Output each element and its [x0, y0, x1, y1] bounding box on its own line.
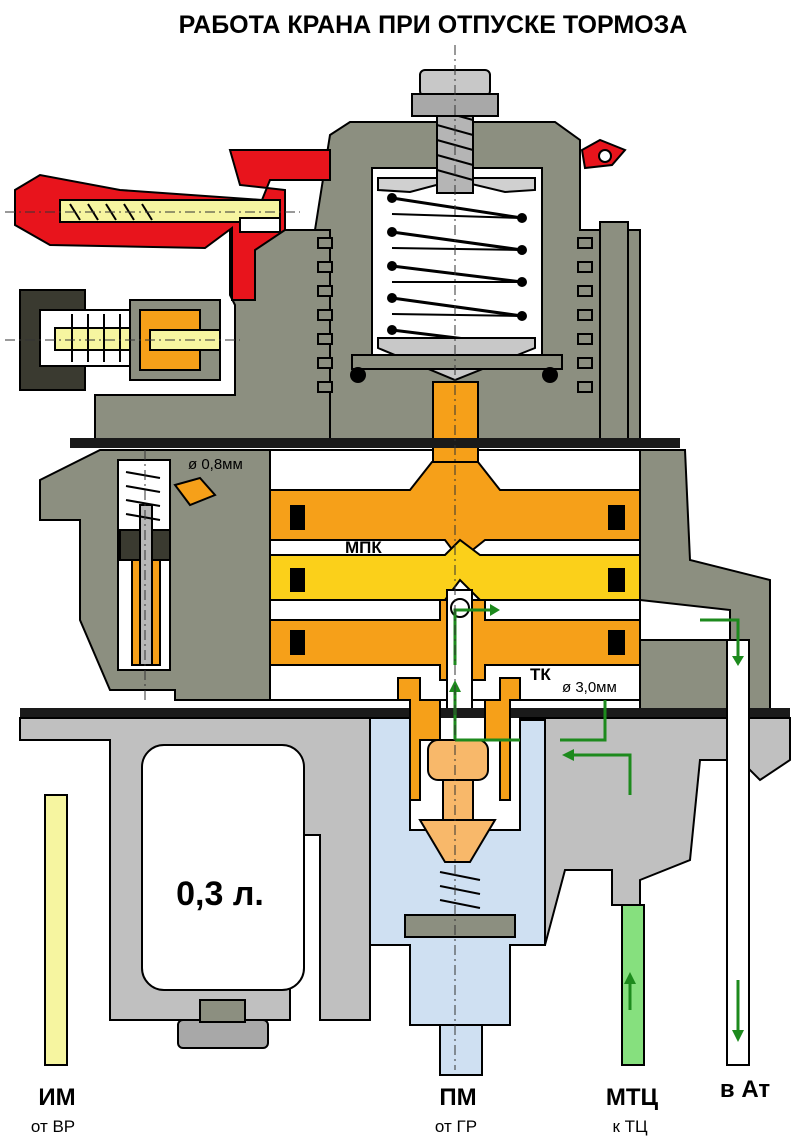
port-pm-sub: от ГР — [435, 1117, 477, 1136]
adjusting-screw — [411, 69, 499, 194]
right-shell — [639, 449, 771, 716]
diagram-title: РАБОТА КРАНА ПРИ ОТПУСКЕ ТОРМОЗА — [179, 11, 688, 39]
port-mtc-sub: к ТЦ — [612, 1117, 648, 1136]
tk-label: ТК — [530, 665, 551, 684]
reservoir — [141, 744, 305, 991]
supply-valve — [397, 677, 521, 938]
supply-region — [369, 717, 546, 1026]
port-at-name: в Ат — [720, 1076, 770, 1103]
port-im-name: ИМ — [38, 1084, 75, 1111]
drain-plug — [177, 999, 269, 1049]
port-pm-name: ПМ — [439, 1084, 476, 1111]
upper-spring-plate — [377, 177, 536, 194]
mpk-label: МПК — [345, 538, 382, 557]
handle-lever — [14, 138, 627, 301]
im-tube — [44, 794, 68, 1066]
orifice-large-label: ø 3,0мм — [562, 679, 617, 696]
orifice-small-label: ø 0,8мм — [188, 456, 243, 473]
port-im-sub: от ВР — [31, 1117, 75, 1136]
gasket — [20, 708, 790, 718]
mtc-tube — [621, 904, 645, 1066]
port-mtc-name: МТЦ — [606, 1084, 659, 1111]
reservoir-volume-label: 0,3 л. — [176, 875, 264, 913]
upper-body — [94, 121, 641, 446]
